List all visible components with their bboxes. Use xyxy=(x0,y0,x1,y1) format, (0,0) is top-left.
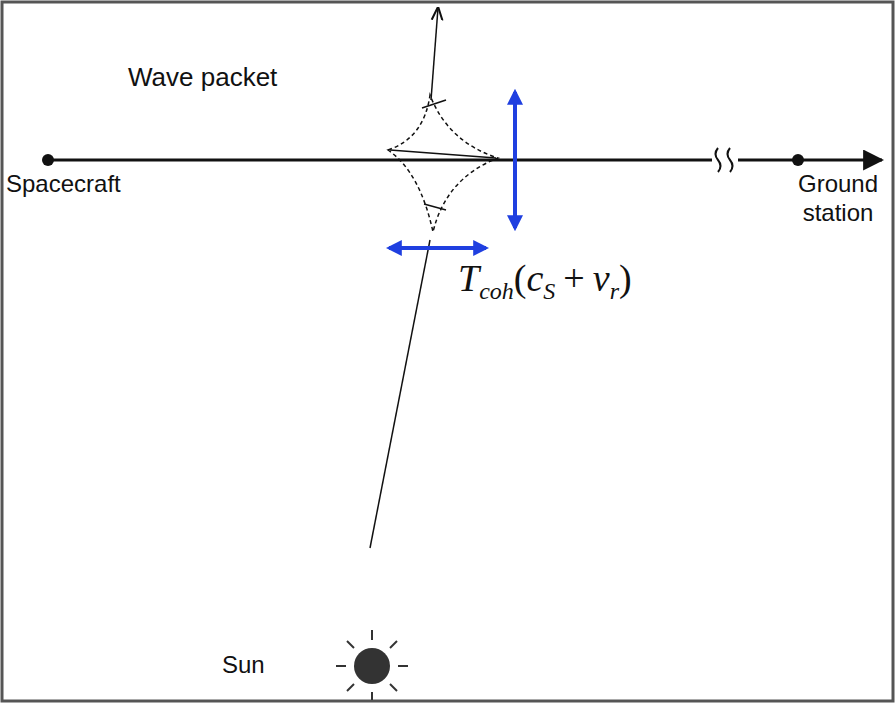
sun-ray-line xyxy=(370,240,430,548)
break-mark xyxy=(716,148,733,172)
formula-part: c xyxy=(526,257,543,299)
text-label: Spacecraft xyxy=(6,170,121,199)
formula-part: v xyxy=(593,257,610,299)
formula-part: ( xyxy=(514,257,527,299)
line-of-sight xyxy=(48,159,882,162)
propagation-arrow xyxy=(431,8,438,100)
text-label: Sun xyxy=(222,651,265,680)
text-label: Ground station xyxy=(786,170,890,228)
longitudinal-arrow xyxy=(389,246,486,250)
wave-front xyxy=(424,204,446,210)
formula-part: r xyxy=(610,278,619,304)
formula-part: coh xyxy=(479,278,514,304)
formula-part: S xyxy=(543,278,555,304)
sun-symbol xyxy=(336,630,408,700)
ground-station-dot xyxy=(792,154,804,166)
text-label: Wave packet xyxy=(128,62,277,93)
wave-front xyxy=(390,150,496,158)
spacecraft-dot xyxy=(42,154,54,166)
wave-front xyxy=(422,100,446,108)
formula: Tcoh(cS +vr) xyxy=(458,256,632,306)
transverse-arrow xyxy=(513,92,517,228)
formula-part: T xyxy=(458,257,479,299)
wave-packet xyxy=(388,95,498,232)
formula-part: ) xyxy=(619,257,632,299)
formula-part: + xyxy=(563,257,584,299)
